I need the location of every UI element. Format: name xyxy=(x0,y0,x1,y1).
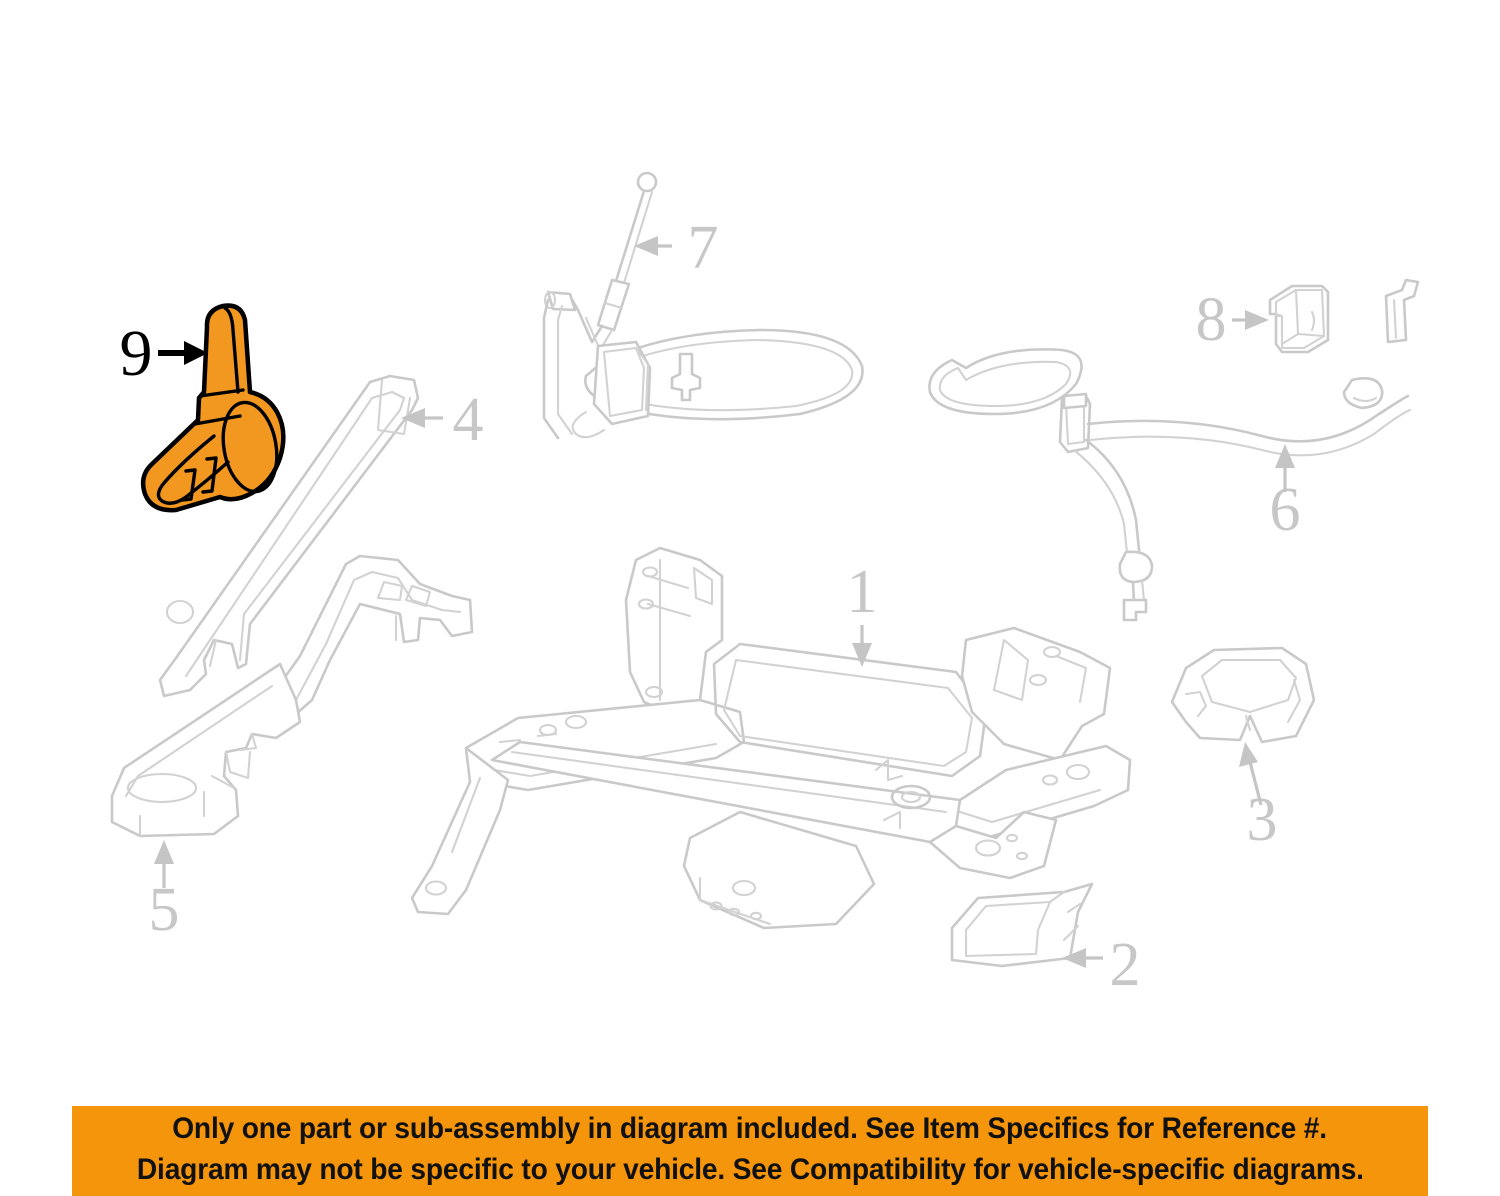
callout-6: 6 xyxy=(1270,444,1301,544)
part-5-seat-side-trim-shield-outer xyxy=(110,662,302,838)
callout-5: 5 xyxy=(149,840,180,944)
part-4b-trim-bracket-cover xyxy=(268,554,474,716)
callout-7-number: 7 xyxy=(688,214,719,282)
callout-3: 3 xyxy=(1239,742,1278,854)
part-8-wire-harness-connector xyxy=(1268,284,1330,354)
callout-2-number: 2 xyxy=(1110,931,1141,999)
disclaimer-line-2: Diagram may not be specific to your vehi… xyxy=(136,1153,1364,1186)
part-3-seat-track-end-cover-rear xyxy=(1170,646,1316,744)
callout-8-number: 8 xyxy=(1196,286,1227,354)
part-6-seat-wire-harness xyxy=(928,278,1420,622)
callout-8: 8 xyxy=(1196,286,1269,354)
part-9-seat-recliner-adjust-handle-lever xyxy=(140,303,286,513)
callout-4-number: 4 xyxy=(453,386,484,454)
callout-4: 4 xyxy=(401,386,484,454)
callout-1: 1 xyxy=(847,558,878,667)
callout-1-number: 1 xyxy=(847,558,878,626)
callout-9-number: 9 xyxy=(120,317,153,390)
part-1-seat-track-adjuster-frame xyxy=(410,546,1132,930)
part-4-seat-side-trim-shield-inner xyxy=(158,374,420,698)
part-7-seat-release-cable xyxy=(542,171,864,440)
callout-2: 2 xyxy=(1062,931,1141,999)
callout-7: 7 xyxy=(634,214,719,282)
disclaimer-banner: Only one part or sub-assembly in diagram… xyxy=(72,1106,1428,1196)
callout-9: 9 xyxy=(120,317,208,390)
disclaimer-line-1: Only one part or sub-assembly in diagram… xyxy=(172,1112,1328,1146)
part-2-seat-track-end-cover-front xyxy=(950,882,1094,968)
callout-3-number: 3 xyxy=(1247,786,1278,854)
